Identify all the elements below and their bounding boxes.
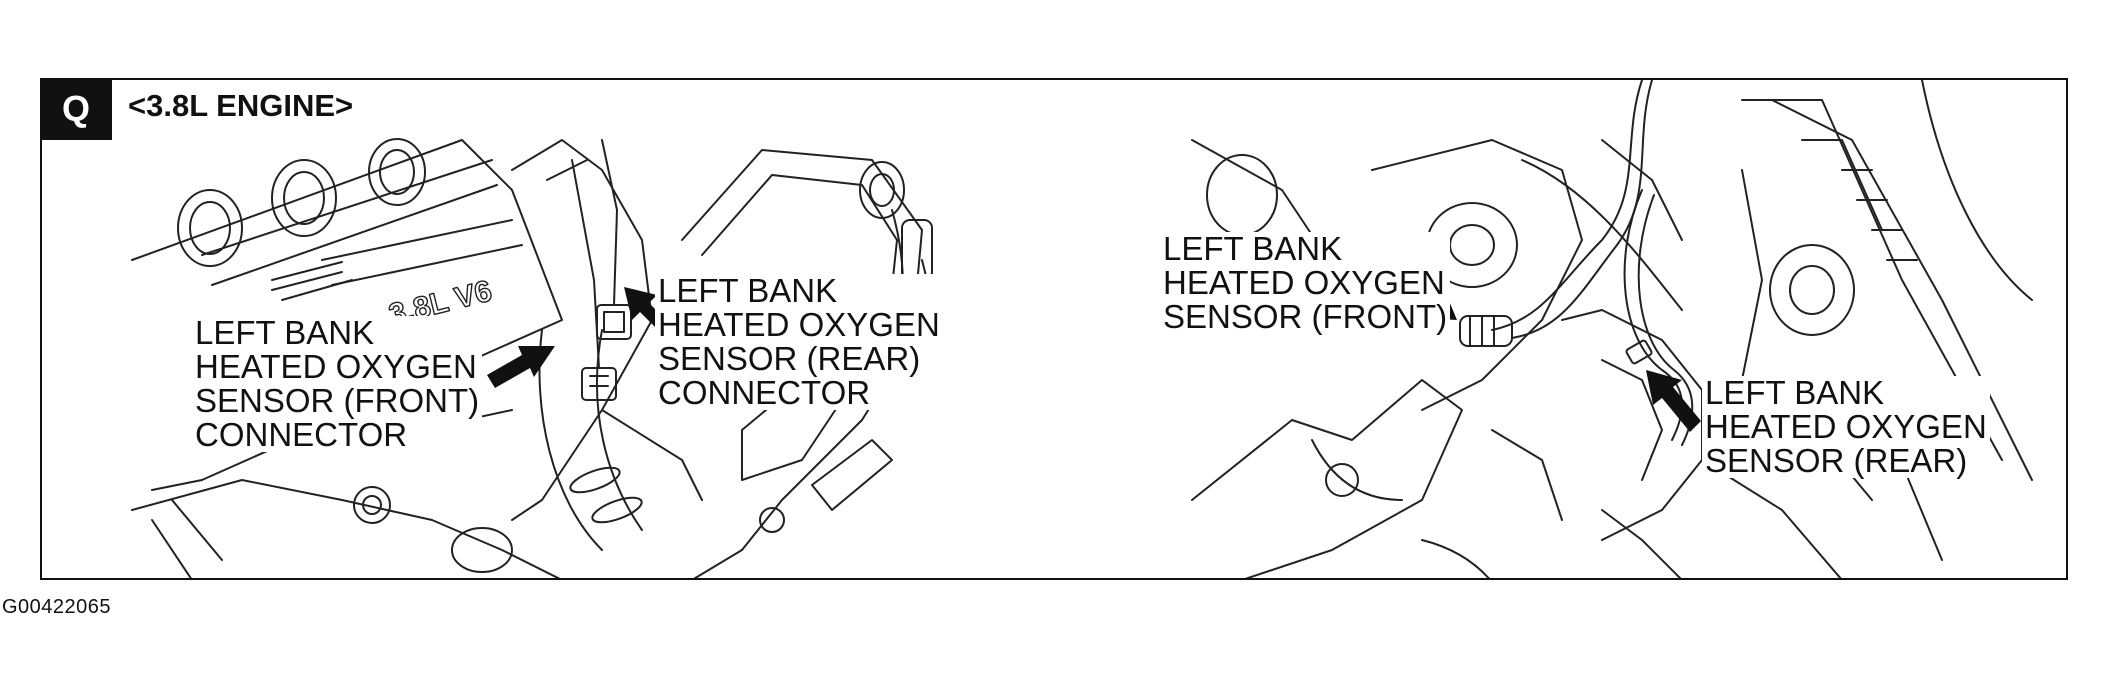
label-line: HEATED OXYGEN	[1705, 408, 1987, 445]
label-right-rear-sensor: LEFT BANK HEATED OXYGEN SENSOR (REAR)	[1702, 376, 1990, 478]
engine-block-lower	[131, 379, 893, 578]
label-line: CONNECTOR	[195, 416, 408, 453]
right-lower-parts	[1421, 429, 1682, 578]
label-line: HEATED OXYGEN	[195, 348, 477, 385]
label-line: SENSOR (REAR)	[658, 340, 921, 377]
label-line: SENSOR (FRONT)	[1163, 298, 1448, 335]
arrow-front-connector	[487, 346, 555, 388]
engine-cover	[131, 138, 563, 491]
figure-id: G00422065	[2, 596, 112, 618]
label-line: SENSOR (FRONT)	[195, 382, 480, 419]
front-sensor-part	[1459, 315, 1513, 347]
engine-heading: <3.8L ENGINE>	[124, 88, 358, 124]
label-left-rear-connector: LEFT BANK HEATED OXYGEN SENSOR (REAR) CO…	[655, 274, 943, 410]
arrow-rear-sensor	[1646, 370, 1701, 432]
label-line: LEFT BANK	[658, 272, 838, 309]
label-line: CONNECTOR	[658, 374, 871, 411]
front-sensor-connector-part	[571, 159, 617, 401]
label-line: LEFT BANK	[1163, 230, 1343, 267]
label-line: HEATED OXYGEN	[658, 306, 940, 343]
label-right-front-sensor: LEFT BANK HEATED OXYGEN SENSOR (FRONT)	[1160, 230, 1451, 335]
label-line: LEFT BANK	[195, 314, 375, 351]
figure-badge: Q	[40, 78, 112, 140]
right-frame-rails	[1741, 80, 2033, 561]
rear-sensor-connector-part	[596, 139, 632, 340]
rear-sensor-part	[1625, 339, 1653, 365]
label-left-front-connector: LEFT BANK HEATED OXYGEN SENSOR (FRONT) C…	[192, 314, 483, 453]
label-line: LEFT BANK	[1705, 374, 1885, 411]
label-line: HEATED OXYGEN	[1163, 264, 1445, 301]
label-line: SENSOR (REAR)	[1705, 442, 1968, 479]
